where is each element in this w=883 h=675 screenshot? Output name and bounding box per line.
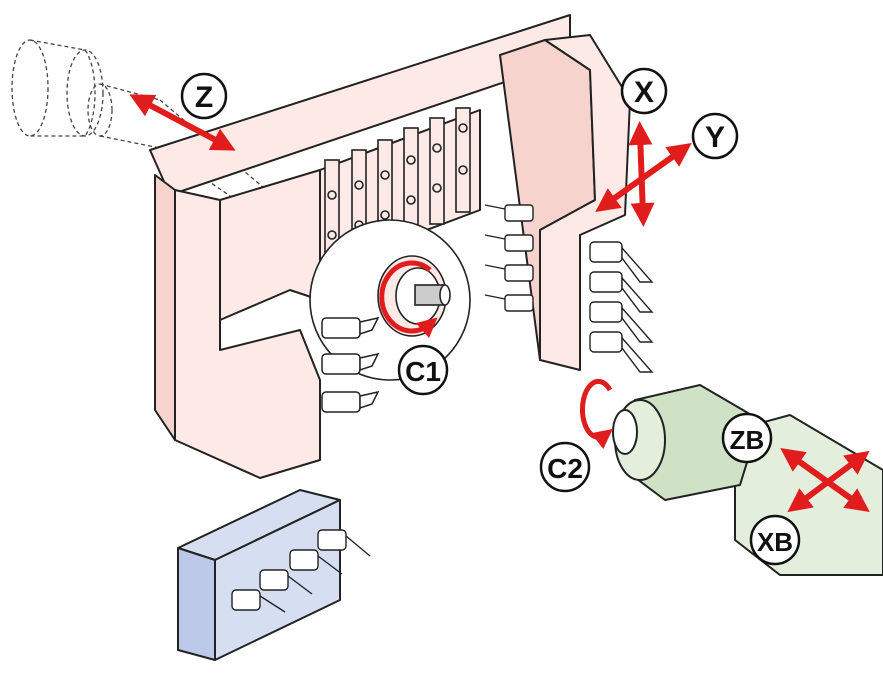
drill-tool [589,331,654,373]
label-x-text: X [634,76,654,109]
gang-slide [403,127,419,237]
gang-tool-slides [324,107,471,271]
drill-tool [231,589,286,613]
label-c2-text: C2 [547,453,583,484]
left-tool-holders [321,316,380,413]
zb-xb-axis-arrows [780,448,870,513]
xy-axis-arrows [595,121,692,227]
label-z-text: Z [195,81,213,114]
gang-slide [455,107,471,213]
label-x: X [620,67,668,115]
tool-holder [321,316,380,339]
z-axis-arrow [129,94,236,151]
c2-rotation-arrow [579,378,613,450]
drill-tool [484,204,534,222]
tool-holder [321,390,380,413]
drill-tool [259,569,313,595]
tool-holder [321,352,380,375]
drill-tool [289,549,343,575]
right-drill-tools [589,241,654,373]
label-y: Y [691,112,739,160]
label-c1-text: C1 [405,356,441,387]
label-xb-text: XB [757,527,793,557]
main-spindle-face [309,219,471,381]
drill-tool [484,234,534,252]
drill-tool [589,241,654,283]
label-c2: C2 [539,441,591,493]
inner-drill-tools [484,204,534,312]
label-y-text: Y [705,121,725,154]
lower-tool-block [177,489,341,661]
label-zb-text: ZB [730,425,765,455]
drill-tool [589,271,654,313]
c1-rotation-arrow [379,260,438,339]
drill-tool [589,301,654,343]
drill-tool [484,264,534,282]
label-zb: ZB [721,412,773,464]
gang-slide [429,117,445,225]
label-z: Z [180,72,228,120]
label-c1: C1 [397,344,449,396]
drill-tool [317,529,371,557]
drill-tool [484,294,534,312]
lower-drill-tools [231,529,371,613]
label-xb: XB [749,514,801,566]
